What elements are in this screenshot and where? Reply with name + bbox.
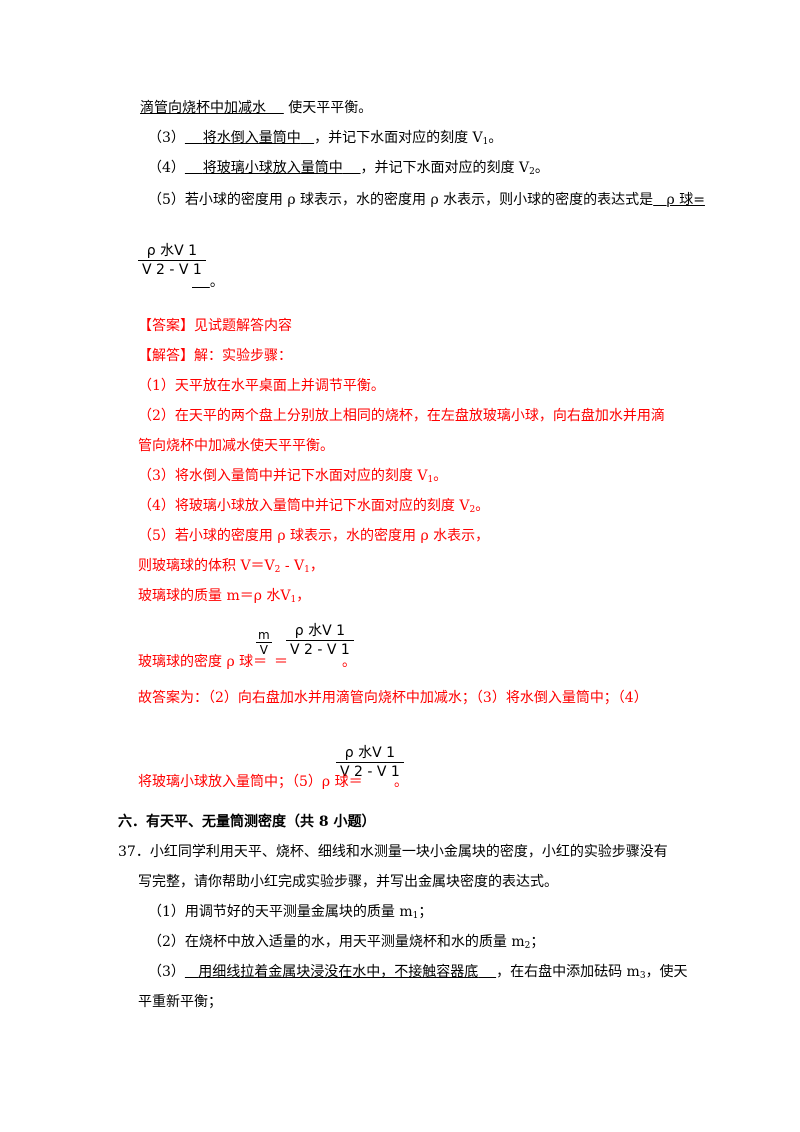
solution-label: 【解答】解：实验步骤： — [138, 348, 292, 364]
step-number: （3） — [148, 130, 185, 146]
solution-step: 管向烧杯中加减水使天平平衡。 — [138, 438, 334, 454]
fraction-density: ρ 水V 1 V 2 - V 1 — [286, 622, 354, 659]
question-step: （2）在烧杯中放入适量的水，用天平测量烧杯和水的质量 m2； — [148, 934, 545, 951]
solution-step: （4）将玻璃小球放入量筒中并记下水面对应的刻度 V2。 — [138, 498, 490, 515]
text-segment: （5）若小球的密度用 ρ 球表示，水的密度用 ρ 水表示，则小球的密度的表达式是 — [148, 192, 654, 208]
fraction-numerator: ρ 水V 1 — [146, 243, 198, 259]
question-step: （3） 用细线拉着金属块浸没在水中，不接触容器底 ，在右盘中添加砝码 m3，使天 — [148, 964, 688, 981]
fraction-final: ρ 水V 1 V 2 - V 1 — [336, 744, 404, 781]
solution-step: （2）在天平的两个盘上分别放上相同的烧杯，在左盘放玻璃小球，向右盘加水并用滴 — [138, 408, 665, 424]
text-line: ＝ — [274, 654, 288, 670]
fill-in-answer: 将水倒入量筒中 — [202, 130, 301, 146]
fraction-denominator: V 2 - V 1 — [142, 262, 202, 278]
fraction-denominator: V 2 - V 1 — [340, 764, 400, 780]
text-line: 滴管向烧杯中加减水 使天平平衡。 — [140, 98, 372, 118]
solution-step: 玻璃球的密度 ρ 球＝ — [138, 654, 268, 670]
question-text: 写完整，请你帮助小红完成实验步骤，并写出金属块密度的表达式。 — [138, 874, 558, 890]
text-segment: 使天平平衡。 — [288, 100, 373, 116]
fraction-numerator: ρ 水V 1 — [294, 623, 346, 639]
text-line: （3） 将水倒入量筒中 ，并记下水面对应的刻度 V1。 — [148, 128, 502, 152]
fraction-numerator: m — [258, 628, 270, 642]
text-line: 。 — [192, 272, 224, 292]
solution-step: （5）若小球的密度用 ρ 球表示，水的密度用 ρ 水表示， — [138, 528, 490, 544]
question-step: 平重新平衡； — [138, 994, 222, 1010]
subscript: 2 — [529, 167, 535, 177]
final-answer: 故答案为：（2）向右盘加水并用滴管向烧杯中加减水；（3）将水倒入量筒中；（4） — [138, 690, 648, 706]
solution-step: 则玻璃球的体积 V＝V2 - V1， — [138, 558, 324, 575]
fill-in-answer: 将玻璃小球放入量筒中 — [202, 160, 343, 176]
question-text: 37．小红同学利用天平、烧杯、细线和水测量一块小金属块的密度，小红的实验步骤没有 — [118, 844, 668, 860]
solution-step: （3）将水倒入量筒中并记下水面对应的刻度 V1。 — [138, 468, 448, 485]
fraction-m-over-v: m V — [256, 628, 272, 657]
fraction-denominator: V 2 - V 1 — [290, 642, 350, 658]
fill-in-answer: 滴管向烧杯中加减水 — [140, 100, 266, 116]
text-segment: 。 — [488, 130, 503, 146]
answer-label: 【答案】见试题解答内容 — [138, 318, 292, 334]
step-number: （4） — [148, 160, 185, 176]
fraction-denominator: V — [259, 643, 268, 657]
section-title: 六．有天平、无量筒测密度（共 8 小题） — [118, 814, 376, 830]
text-line: 。 — [342, 654, 356, 670]
text-segment: 。 — [534, 160, 549, 176]
fraction-bar — [138, 260, 206, 261]
fraction-numerator: ρ 水V 1 — [344, 745, 396, 761]
fill-in-answer: 用细线拉着金属块浸没在水中，不接触容器底 — [198, 964, 479, 980]
text-line: （5）若小球的密度用 ρ 球表示，水的密度用 ρ 水表示，则小球的密度的表达式是… — [148, 190, 705, 210]
text-line: （4） 将玻璃小球放入量筒中 ，并记下水面对应的刻度 V2。 — [148, 158, 549, 182]
final-answer: 将玻璃小球放入量筒中；（5）ρ 球＝ — [138, 774, 363, 790]
question-step: （1）用调节好的天平测量金属块的质量 m1； — [148, 904, 433, 921]
subscript: 1 — [482, 137, 489, 147]
text-segment: ，并记下水面对应的刻度 V — [360, 160, 530, 176]
text-line: 。 — [394, 774, 408, 790]
text-segment: 。 — [209, 274, 224, 290]
fill-in-answer: ρ 球= — [666, 192, 705, 208]
fraction-answer: ρ 水V 1 V 2 - V 1 — [138, 242, 206, 279]
solution-step: （1）天平放在水平桌面上并调节平衡。 — [138, 378, 385, 394]
text-segment: ，并记下水面对应的刻度 V — [314, 130, 483, 146]
solution-step: 玻璃球的质量 m＝ρ 水V1， — [138, 588, 311, 605]
